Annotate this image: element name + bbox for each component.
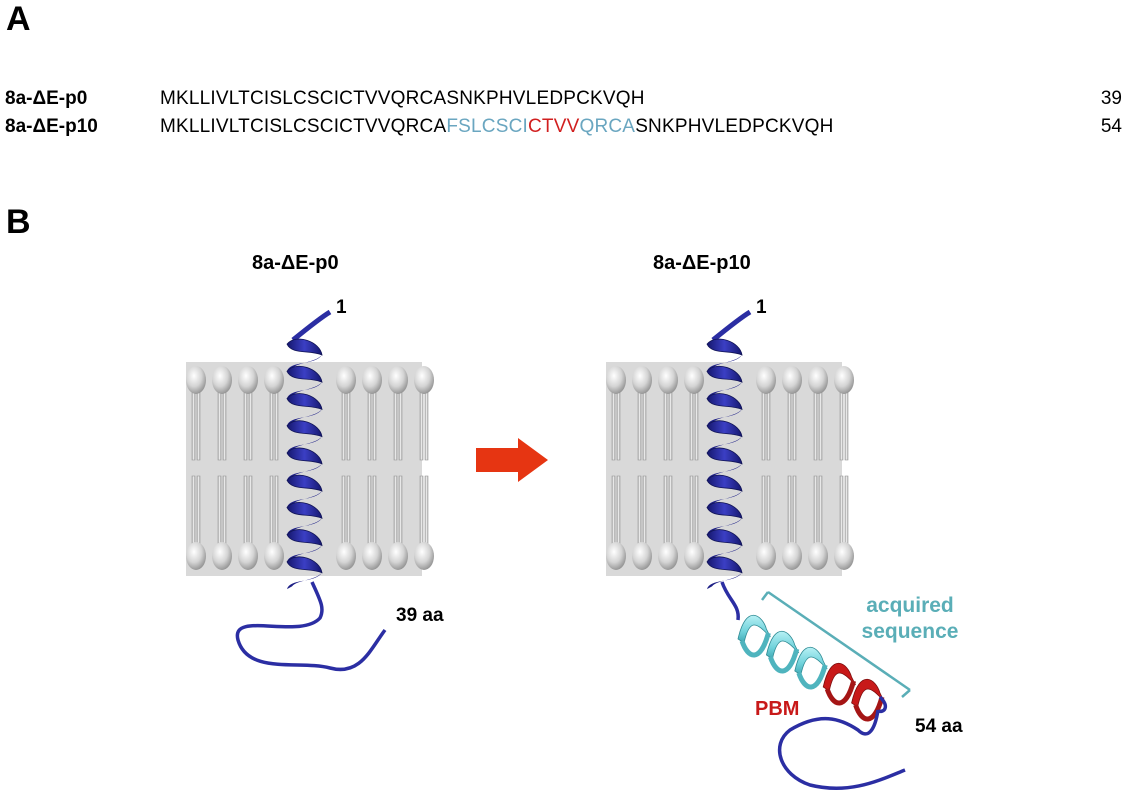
- seq-seg: SNKPHVLEDPCKVQH: [635, 116, 834, 137]
- title-p0: 8a-ΔE-p0: [252, 252, 339, 274]
- acquired-label-line2: sequence: [861, 620, 959, 643]
- helix-right: [706, 309, 752, 621]
- transition-arrow: [476, 438, 548, 482]
- c-terminal-loop-left: [235, 581, 387, 672]
- seq-seg-pbm: CTVV: [528, 116, 580, 137]
- seq-label-p10: 8a-ΔE-p10: [5, 116, 98, 137]
- seq-label-p0: 8a-ΔE-p0: [5, 88, 88, 109]
- sequence-p0: MKLLIVLTCISLCSCICTVVQRCASNKPHVLEDPCKVQH: [160, 88, 645, 110]
- sequence-p10: MKLLIVLTCISLCSCICTVVQRCAFSLCSCICTVVQRCAS…: [160, 116, 834, 138]
- n-term-label-right: 1: [756, 297, 767, 318]
- acquired-bracket: [761, 590, 911, 698]
- acquired-sequence-label: acquired sequence: [840, 593, 980, 645]
- panel-a-letter: A: [6, 0, 31, 38]
- acquired-label-line1: acquired: [866, 594, 954, 617]
- lipid-bilayer-heads: [186, 366, 854, 570]
- title-p10: 8a-ΔE-p10: [653, 252, 751, 274]
- acquired-helix: [737, 615, 888, 722]
- c-terminal-loop-right: [778, 709, 906, 790]
- helix-left: [235, 309, 387, 672]
- seq-length-p10: 54: [1100, 116, 1122, 137]
- seq-seg-acquired: FSLCSCI: [446, 116, 528, 137]
- seq-seg: MKLLIVLTCISLCSCICTVVQRCA: [160, 116, 447, 137]
- c-term-label-right: 54 aa: [915, 716, 963, 737]
- seq-seg: MKLLIVLTCISLCSCICTVVQRCASNKPHVLEDPCKVQH: [160, 88, 645, 109]
- n-term-label-left: 1: [336, 297, 347, 318]
- seq-seg-acquired: QRCA: [579, 116, 636, 137]
- pbm-label: PBM: [755, 698, 800, 720]
- c-term-label-left: 39 aa: [396, 605, 444, 626]
- seq-length-p0: 39: [1100, 88, 1122, 109]
- panel-b-letter: B: [6, 203, 31, 241]
